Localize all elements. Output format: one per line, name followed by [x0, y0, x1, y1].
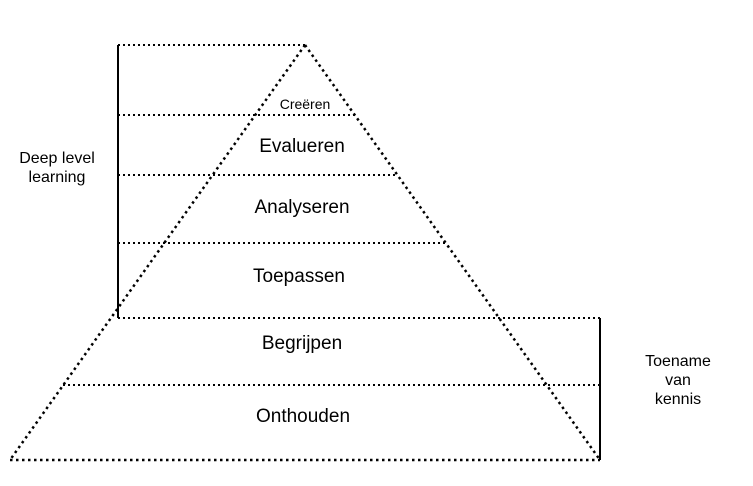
level-label-analyseren: Analyseren: [254, 197, 350, 218]
deep-level-learning-annotation: Deep level learning: [19, 149, 95, 186]
level-label-evalueren: Evalueren: [259, 136, 345, 157]
pyramid-right-edge: [303, 44, 602, 461]
level-label-creeren: Creëren: [279, 96, 331, 112]
pyramid-left-edge: [8, 44, 307, 461]
level-label-begrijpen: Begrijpen: [261, 333, 343, 354]
level-label-onthouden: Onthouden: [255, 406, 351, 427]
level-label-toepassen: Toepassen: [253, 266, 345, 287]
toename-van-kennis-annotation: Toename van kennis: [645, 353, 711, 409]
